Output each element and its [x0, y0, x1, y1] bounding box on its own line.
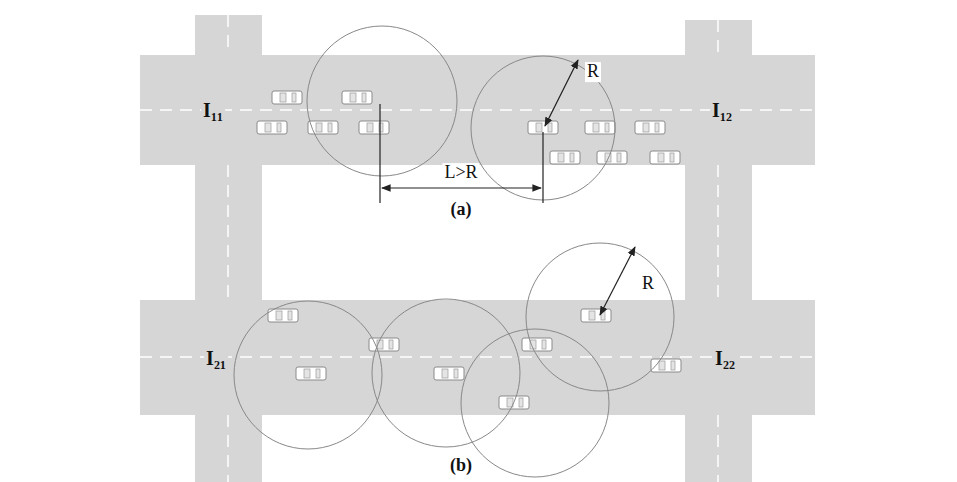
road — [195, 15, 262, 482]
lane-markings — [140, 15, 815, 482]
car-window — [328, 123, 332, 132]
range-circle — [461, 329, 609, 477]
car-window — [367, 123, 373, 132]
car-window — [643, 123, 649, 132]
car-body — [581, 309, 611, 322]
car — [296, 367, 326, 380]
radius-arrow — [600, 247, 635, 315]
car-body — [359, 121, 389, 134]
road — [685, 20, 752, 482]
car — [650, 151, 680, 164]
car-window — [362, 93, 366, 102]
car-window — [589, 311, 595, 320]
car-window — [288, 311, 292, 320]
car — [522, 338, 552, 351]
lane-line — [227, 415, 229, 482]
car-window — [304, 369, 310, 378]
distance-arrow — [382, 187, 541, 188]
car-body — [296, 367, 326, 380]
intersection-label: I₂₂ — [713, 347, 737, 369]
lane-line — [717, 415, 719, 482]
car — [359, 121, 389, 134]
car — [635, 121, 665, 134]
car — [585, 121, 615, 134]
car-window — [316, 123, 322, 132]
car-body — [268, 309, 298, 322]
range-circle — [372, 299, 520, 447]
car-body — [308, 121, 338, 134]
car-body — [342, 91, 372, 104]
car-window — [548, 123, 552, 132]
car-body — [522, 338, 552, 351]
car-body — [434, 367, 464, 380]
car-window — [442, 369, 448, 378]
distance-label: L>R — [442, 163, 479, 183]
car — [268, 309, 298, 322]
roads — [140, 15, 815, 482]
car-body — [272, 91, 302, 104]
car-window — [558, 153, 564, 162]
car-window — [389, 340, 393, 349]
car-window — [350, 93, 356, 102]
lane-line — [227, 15, 229, 55]
lane-line — [227, 165, 229, 300]
car-window — [671, 361, 675, 370]
car-window — [316, 369, 320, 378]
car — [272, 91, 302, 104]
car — [581, 309, 611, 322]
range-circles — [234, 26, 674, 477]
car — [308, 121, 338, 134]
range-circle — [526, 243, 674, 391]
car-window — [593, 123, 599, 132]
car-window — [536, 123, 542, 132]
car-window — [519, 398, 523, 407]
car — [342, 91, 372, 104]
car-window — [292, 93, 296, 102]
cars — [257, 91, 681, 409]
car — [597, 151, 627, 164]
car-window — [655, 123, 659, 132]
car-body — [257, 121, 287, 134]
car-window — [605, 123, 609, 132]
car-window — [570, 153, 574, 162]
car-window — [542, 340, 546, 349]
car-window — [659, 361, 665, 370]
car-window — [658, 153, 664, 162]
car — [257, 121, 287, 134]
car-window — [280, 93, 286, 102]
car-body — [550, 151, 580, 164]
car-body — [585, 121, 615, 134]
car-window — [670, 153, 674, 162]
car — [550, 151, 580, 164]
car-body — [650, 151, 680, 164]
intersection-label: I₂₁ — [204, 347, 228, 369]
intersection-label: I₁₁ — [201, 99, 225, 121]
car-body — [635, 121, 665, 134]
range-circle — [307, 26, 457, 176]
extension-line — [542, 132, 543, 203]
lane-line — [717, 165, 719, 300]
dimension-lines — [380, 60, 635, 315]
car-window — [276, 311, 282, 320]
car-window — [277, 123, 281, 132]
subfigure-label: (b) — [448, 456, 474, 476]
car — [434, 367, 464, 380]
range-circle — [234, 301, 382, 449]
car-window — [617, 153, 621, 162]
car-body — [597, 151, 627, 164]
car-window — [454, 369, 458, 378]
radius-label: R — [585, 62, 601, 82]
lane-line — [717, 20, 719, 55]
car-window — [265, 123, 271, 132]
extension-line — [379, 104, 380, 203]
radius-label: R — [640, 274, 656, 294]
subfigure-label: (a) — [449, 200, 474, 220]
intersection-label: I₁₂ — [710, 99, 734, 121]
radius-arrow — [545, 60, 578, 126]
